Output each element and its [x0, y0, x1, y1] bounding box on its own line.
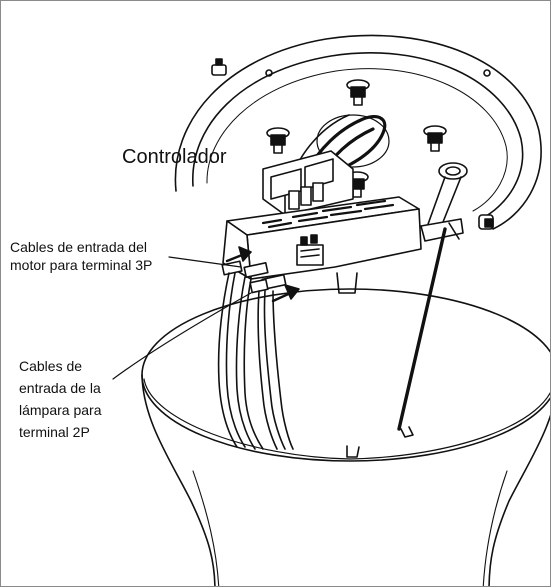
controller-box: [222, 196, 422, 294]
rim-bolt-left: [211, 58, 227, 76]
label-lamp-line: lámpara para: [19, 402, 102, 418]
housing-left-side: [141, 374, 216, 586]
lid-outer-rim: [174, 34, 542, 230]
nut-top: [346, 79, 370, 106]
housing-right-inner: [482, 470, 508, 586]
nut-right: [423, 125, 447, 152]
leader-lamp: [112, 292, 252, 380]
lid-recess: [316, 114, 390, 168]
housing-notch: [346, 445, 360, 458]
label-motor-line: Cables de entrada del: [10, 239, 147, 255]
rim-hole: [265, 69, 273, 77]
housing-right-side: [488, 414, 550, 586]
label-lamp-line: terminal 2P: [19, 424, 90, 440]
lid-inner-rim-2: [206, 68, 508, 212]
rim-bolt-right: [478, 214, 494, 230]
label-lamp-cables: Cables de entrada de la lámpara para ter…: [19, 355, 102, 443]
arrow-motor: [225, 246, 252, 263]
housing-notch: [400, 426, 414, 438]
hanging-cables: [217, 272, 294, 450]
housing-left-inner: [192, 470, 220, 586]
cable-gland: [420, 162, 468, 242]
label-motor-cables: Cables de entrada del motor para termina…: [10, 239, 152, 274]
label-lamp-line: Cables de: [19, 358, 83, 374]
label-controlador: Controlador: [122, 146, 227, 168]
housing-rim-lip: [143, 378, 550, 460]
controller-connector: [296, 234, 324, 266]
label-motor-line: motor para terminal 3P: [10, 256, 153, 273]
leader-motor: [168, 256, 242, 268]
terminal-block: [262, 150, 354, 216]
lid-inner-rim: [192, 52, 524, 220]
lower-housing: [141, 288, 550, 586]
rim-hole: [483, 69, 491, 77]
nut-left: [266, 127, 290, 154]
lid: [174, 34, 542, 242]
safety-tether: [397, 227, 447, 431]
label-lamp-line: entrada de la: [19, 380, 101, 396]
controller-hook: [336, 272, 358, 294]
controller-vents: [261, 199, 395, 229]
